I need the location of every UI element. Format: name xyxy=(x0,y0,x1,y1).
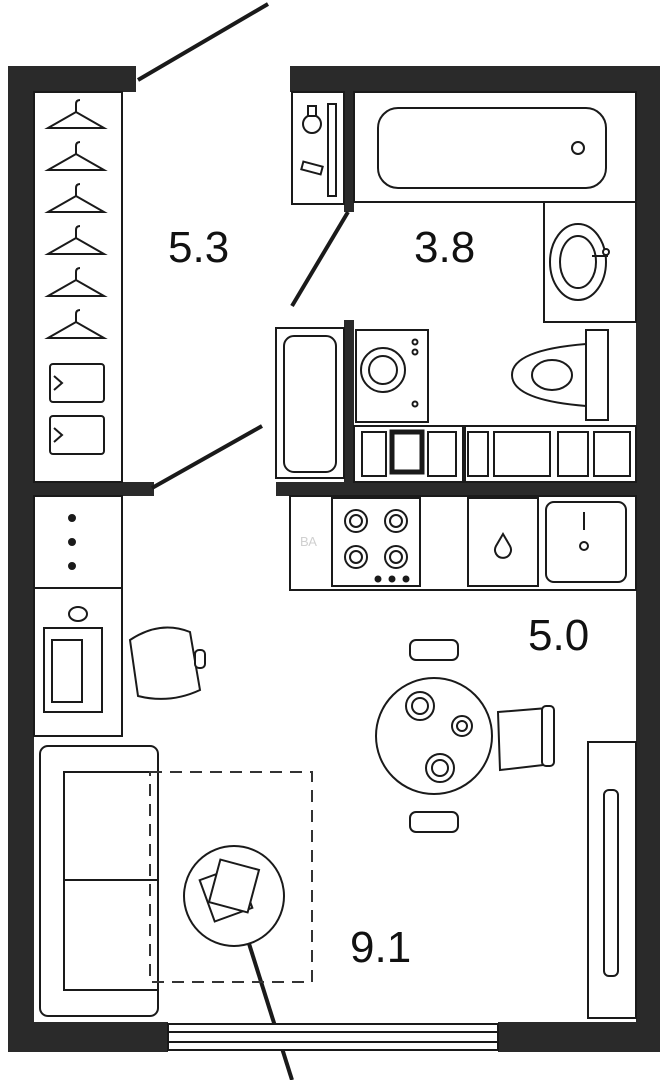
wall-bath-divider xyxy=(276,482,636,496)
door-hall xyxy=(151,424,263,490)
kitchen-fixtures xyxy=(289,495,637,591)
stove-icon xyxy=(331,497,421,587)
area-label-bathroom: 3.8 xyxy=(414,223,475,272)
door-entrance xyxy=(136,2,270,82)
bath-shelves xyxy=(353,425,637,483)
hall-counter xyxy=(275,327,345,479)
wall-bottom-left xyxy=(8,1022,168,1052)
area-label-kitchen: 5.0 xyxy=(528,611,589,660)
table-icon xyxy=(375,639,493,833)
walls xyxy=(8,66,660,1052)
washing-machine-icon xyxy=(355,329,429,423)
sink-icon xyxy=(543,201,637,323)
kitchen-sink-icon xyxy=(545,501,627,583)
wall-bath-left xyxy=(344,320,354,482)
area-label-living: 9.1 xyxy=(350,923,411,972)
wall-top-right xyxy=(290,66,658,92)
shoe-icon xyxy=(68,514,76,570)
wall-bath-left-top xyxy=(344,92,354,212)
door-bathroom xyxy=(290,210,350,308)
hanger-icon xyxy=(44,99,108,339)
wall-bottom-right xyxy=(498,1022,660,1052)
folded-clothes-icon xyxy=(49,363,105,455)
rug-icon xyxy=(149,771,313,983)
watermark: ВА xyxy=(300,534,317,549)
chair-icon xyxy=(128,626,206,700)
wall-hall-divider xyxy=(34,482,154,496)
wall-left xyxy=(8,66,34,1046)
wall-right xyxy=(636,66,660,1046)
sofa-icon xyxy=(39,745,159,1017)
area-label-hall: 5.3 xyxy=(168,223,229,272)
bottles-icon xyxy=(300,105,324,176)
water-drop-icon xyxy=(467,497,539,587)
radiator-icon xyxy=(587,741,637,1019)
desk-icon xyxy=(33,587,123,737)
bathtub-icon xyxy=(353,91,637,203)
dining-chair-icon xyxy=(496,705,555,772)
coffee-table-icon xyxy=(183,845,285,947)
window-icon xyxy=(167,1023,499,1051)
hall-shelf xyxy=(33,495,123,589)
toilet-icon xyxy=(510,329,609,421)
wardrobe xyxy=(33,91,123,483)
bathroom-fixtures xyxy=(291,91,637,483)
